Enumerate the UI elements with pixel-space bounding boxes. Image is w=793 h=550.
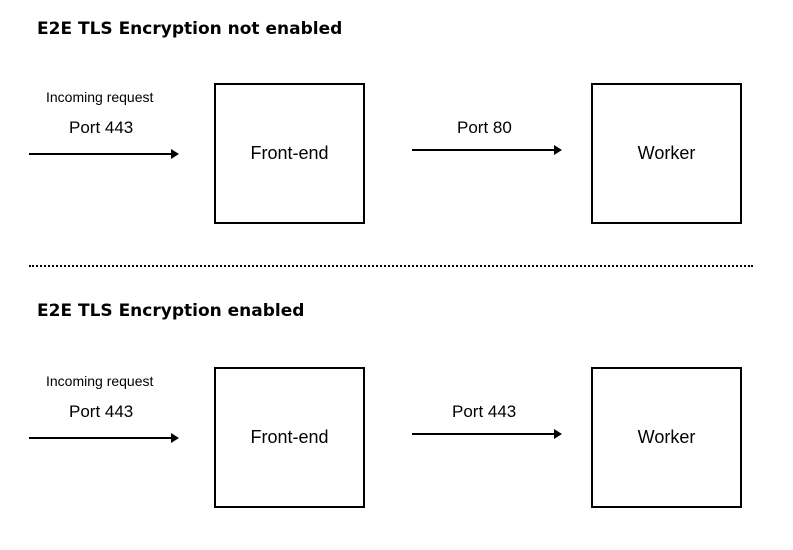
section-title: E2E TLS Encryption enabled bbox=[37, 301, 305, 321]
frontend-box: Front-end bbox=[214, 83, 365, 224]
worker-box: Worker bbox=[591, 367, 742, 508]
incoming-port-label: Port 443 bbox=[69, 402, 134, 421]
incoming-request-label: Incoming request bbox=[46, 373, 154, 389]
incoming-request-label: Incoming request bbox=[46, 89, 154, 105]
frontend-label: Front-end bbox=[250, 143, 329, 163]
frontend-label: Front-end bbox=[250, 427, 329, 447]
internal-port-label: Port 80 bbox=[457, 118, 512, 137]
section-tls-enabled: E2E TLS Encryption enabled Incoming requ… bbox=[0, 284, 793, 534]
section-tls-not-enabled: E2E TLS Encryption not enabled Incoming … bbox=[0, 0, 793, 250]
incoming-port-label: Port 443 bbox=[69, 118, 134, 137]
worker-label: Worker bbox=[637, 427, 696, 447]
worker-box: Worker bbox=[591, 83, 742, 224]
internal-arrow bbox=[412, 145, 562, 155]
internal-port-label: Port 443 bbox=[452, 402, 517, 421]
incoming-arrow bbox=[29, 149, 179, 159]
frontend-box: Front-end bbox=[214, 367, 365, 508]
section-title: E2E TLS Encryption not enabled bbox=[37, 19, 343, 39]
worker-label: Worker bbox=[637, 143, 696, 163]
internal-arrow bbox=[412, 429, 562, 439]
incoming-arrow bbox=[29, 433, 179, 443]
section-divider bbox=[29, 265, 753, 267]
